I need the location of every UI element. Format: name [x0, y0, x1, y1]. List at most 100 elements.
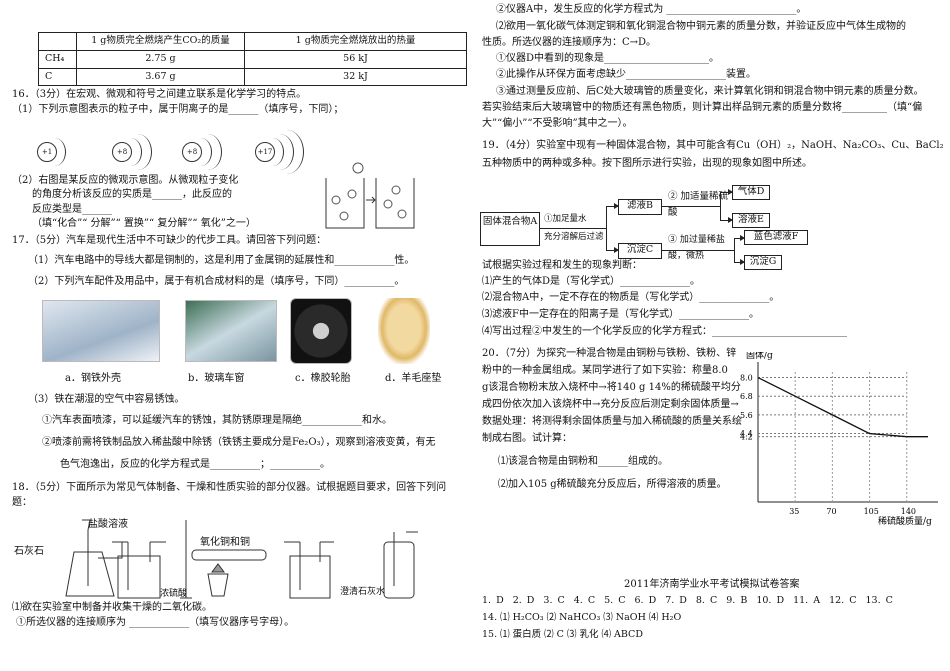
- answer-item: 10. D: [756, 595, 785, 606]
- flow-step1a: ①加足量水: [544, 214, 587, 224]
- q18-part1: ⑴欲在实验室中制备并收集干燥的二氧化碳。: [12, 602, 212, 613]
- y-tick-label: 4.4: [740, 430, 753, 439]
- table-cell: CH₄: [38, 49, 77, 69]
- answer-item: 8. C: [695, 595, 718, 606]
- q17-part2: （2）下列汽车配件及用品中，属于有机合成材料的是（填序号，下同）________…: [28, 276, 405, 287]
- flow-box-e: 溶液E: [732, 213, 770, 228]
- answer-item: 5. C: [604, 595, 626, 606]
- q18-part2: ⑵欲用一氧化碳气体测定铜和氧化铜混合物中铜元素的质量分数，并验证反应中气体生成物…: [496, 21, 906, 32]
- q18-part1a: ①所选仪器的连接顺序为 ____________（填写仪器序号字母）。: [16, 617, 295, 628]
- answers-title: 2011年济南学业水平考试模拟试卷答案: [624, 579, 800, 590]
- answer-item: 3. C: [543, 595, 565, 606]
- q18-stem2: 题：: [12, 497, 32, 508]
- chart-lines: [757, 376, 928, 438]
- q18-part2d: ②此操作从环保方面考虑缺少____________________装置。: [496, 69, 756, 80]
- q20-line6: 制成右图。试计算：: [482, 433, 572, 444]
- q17-part3: （3）铁在潮湿的空气中容易锈蚀。: [28, 394, 185, 405]
- x-tick-label: 35: [789, 507, 799, 516]
- q20-line3: g该混合物粉末放入烧杯中→将140 g 14%的稀硫酸平均分: [482, 382, 741, 393]
- option-d: d．羊毛座垫: [385, 373, 442, 384]
- apparatus-diagram: [65, 519, 418, 599]
- table-cell: C: [38, 67, 77, 87]
- label-lime: 石灰石: [14, 546, 44, 557]
- option-c: c．橡胶轮胎: [295, 373, 351, 384]
- answer-item: 1. D: [482, 595, 504, 606]
- reaction-diagram: [325, 162, 415, 229]
- shell-arc: [44, 138, 66, 166]
- q17-part3c: 色气泡逸出，反应的化学方程式是__________；__________。: [60, 459, 330, 470]
- flow-arrow: [606, 247, 619, 253]
- answers-row2: 14. ⑴ H₂CO₃ ⑵ NaHCO₃ ⑶ NaOH ⑷ H₂O: [482, 612, 682, 623]
- option-b: b．玻璃车窗: [188, 373, 245, 384]
- table-header-cell: [38, 32, 77, 51]
- flow-arrow: [734, 235, 745, 241]
- q19-stem: 19．（4分）实验室中现有一种固体混合物，其中可能含有Cu（OH）₂，NaOH、…: [482, 140, 944, 151]
- q20-line2: 粉中的一种金属组成。某同学进行了如下实验：称量8.0: [482, 365, 728, 376]
- flow-step2b: 酸: [668, 207, 678, 218]
- answer-item: 2. D: [512, 595, 535, 606]
- flow-arrow: [720, 189, 733, 195]
- q20-q2: ⑵加入105 g稀硫酸充分反应后，所得溶液的质量。: [498, 479, 727, 490]
- q17-part1: （1）汽车电路中的导线大都是铜制的，这是利用了金属铜的延展性和_________…: [28, 255, 415, 266]
- q16-part2-a: （2）右图是某反应的微观示意图。从微观粒子变化: [12, 175, 239, 186]
- label-acid: 盐酸溶液: [88, 519, 128, 530]
- flow-arrow: [606, 206, 607, 250]
- shell-arc: [270, 130, 304, 174]
- table-row: CH₄ 2.75 g 56 kJ: [38, 49, 467, 69]
- right-column: ②仪器A中，发生反应的化学方程式为 ______________________…: [478, 0, 950, 671]
- table-cell: 2.75 g: [76, 49, 245, 69]
- q17-stem: 17．（5分）汽车是现代生活中不可缺少的代步工具。请回答下列问题：: [12, 235, 327, 246]
- flow-arrow: [720, 192, 721, 220]
- q18-part2b: 性质。所选仪器的连接顺序为：C→D。: [482, 37, 657, 48]
- answer-item: 11. A: [793, 595, 821, 606]
- q18-part2g: 大”“偏小”“不受影响”其中之一）。: [482, 118, 633, 129]
- chart-ylabel: 固体/g: [746, 352, 773, 361]
- q19-q2: ⑵混合物A中，一定不存在的物质是（写化学式）______________。: [482, 292, 780, 303]
- q16-part2-b: 的角度分析该反应的实质是______，此反应的: [32, 189, 232, 200]
- q16-stem: 16．（3分）在宏观、微观和符号之间建立联系是化学学习的特点。: [12, 89, 307, 100]
- x-tick-label: 105: [864, 507, 879, 516]
- q17-part3b: ②喷漆前需将铁制品放入稀盐酸中除锈（铁锈主要成分是Fe₂O₃），观察到溶液变黄，…: [42, 437, 436, 448]
- flow-box-d: 气体D: [732, 185, 770, 200]
- tire-image: [290, 298, 352, 364]
- q20-q1: ⑴该混合物是由铜粉和______组成的。: [498, 456, 668, 467]
- car-window-image: [185, 300, 277, 362]
- car-body-image: [42, 300, 160, 362]
- flow-arrow: [662, 250, 734, 251]
- answer-item: 6. D: [634, 595, 657, 606]
- flow-box-g: 沉淀G: [744, 255, 782, 270]
- q20-line4: 成四份依次加入该烧杯中→充分反应后测定剩余固体质量→: [482, 399, 739, 410]
- q16-part1: （1）下列示意图表示的粒子中，属于阴离子的是______（填序号，下同）；: [12, 104, 344, 115]
- flow-arrow: [540, 228, 606, 229]
- x-tick-label: 140: [901, 507, 916, 516]
- flow-arrow: [662, 206, 720, 207]
- left-column: 1 g物质完全燃烧产生CO₂的质量 1 g物质完全燃烧放出的热量 CH₄ 2.7…: [12, 32, 467, 628]
- flow-arrow: [734, 238, 735, 262]
- q19-stem2: 五种物质中的两种或多种。按下图所示进行实验，出现的现象如图中所述。: [482, 158, 812, 169]
- table-cell: 32 kJ: [244, 67, 467, 87]
- q18-part2e: ③通过测量反应前、后C处大玻璃管的质量变化，来计算氧化铜和铜混合物中铜元素的质量…: [496, 86, 924, 97]
- label-limewater: 澄清石灰水: [340, 587, 386, 597]
- q20-line5: 数据处理：将测得剩余固体质量与加入稀硫酸的质量关系绘: [482, 416, 742, 427]
- flow-step1b: 充分溶解后过滤: [544, 232, 604, 242]
- table-cell: 56 kJ: [244, 49, 467, 69]
- q17-part3a: ①汽车表面喷漆，可以延缓汽车的锈蚀，其防锈原理是隔绝____________和水…: [42, 415, 392, 426]
- q18-part1b: ②仪器A中，发生反应的化学方程式为 ______________________…: [496, 4, 807, 15]
- table-header-cell: 1 g物质完全燃烧产生CO₂的质量: [76, 32, 245, 51]
- y-tick-label: 4.2: [740, 433, 753, 442]
- flow-step2a: ② 加适量稀硫: [668, 191, 729, 202]
- q19-q3: ⑶滤液F中一定存在的阳离子是（写化学式）______________。: [482, 309, 759, 320]
- flow-step3b: 酸，微热: [668, 251, 705, 261]
- q16-part2-d: （填“化合”“ 分解”“ 置换”“ 复分解”“ 氧化”之一）: [32, 218, 256, 229]
- chart-axes: [757, 362, 938, 503]
- flow-arrow: [734, 259, 745, 265]
- q18-stem: 18．（5分）下面所示为常见气体制备、干燥和性质实验的部分仪器。试根据题目要求，…: [12, 482, 447, 493]
- flow-box-f: 蓝色滤液F: [744, 230, 808, 245]
- y-tick-label: 5.6: [740, 411, 753, 420]
- answer-item: 4. C: [573, 595, 596, 606]
- flow-arrow: [720, 217, 733, 223]
- flow-box-b: 滤液B: [618, 199, 662, 215]
